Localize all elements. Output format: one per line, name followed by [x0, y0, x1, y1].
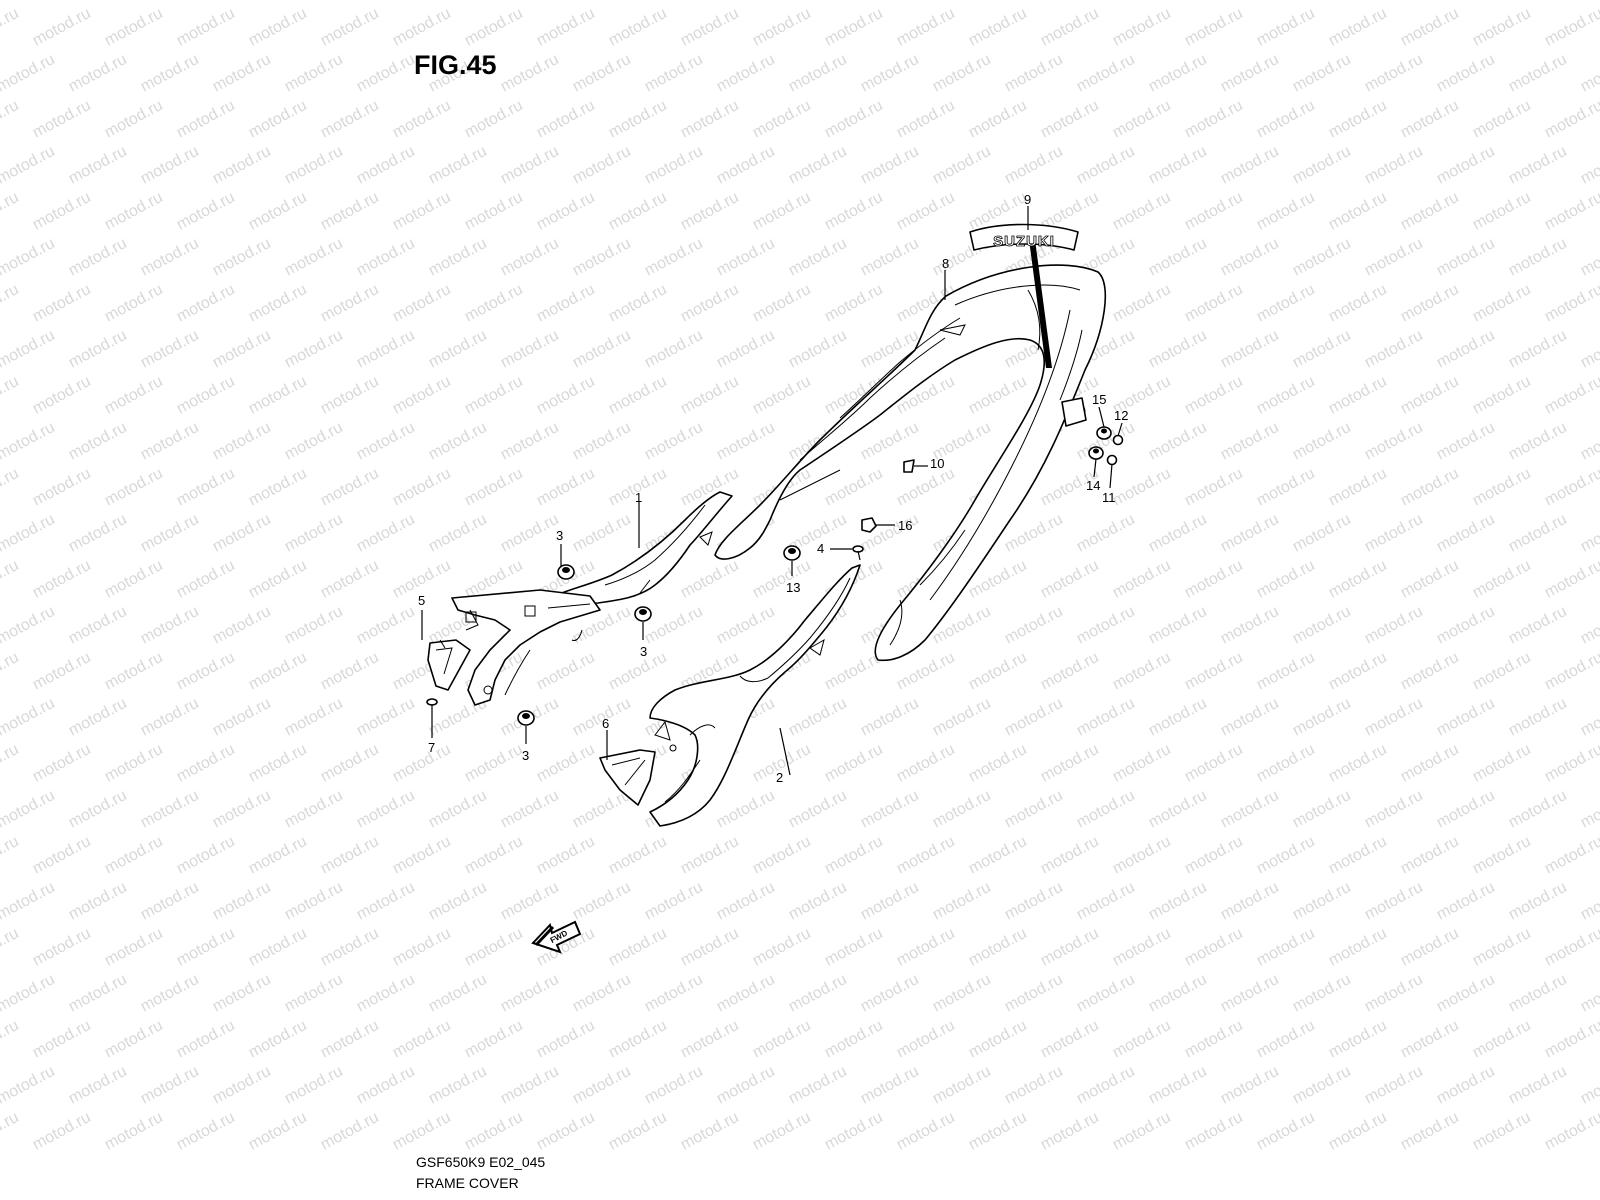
- suzuki-emblem-part-9: SUZUKI: [969, 223, 1079, 251]
- collar-11: [1106, 454, 1118, 466]
- grommet-14: [1088, 446, 1104, 460]
- callout-13: 13: [786, 580, 800, 595]
- callout-12: 12: [1114, 408, 1128, 423]
- callout-2: 2: [776, 770, 783, 785]
- callout-14: 14: [1086, 478, 1100, 493]
- figure-title: FIG.45: [414, 50, 497, 80]
- frame-cover-part-2: [649, 564, 861, 827]
- small-cover-part-6: [599, 749, 656, 806]
- bracket-part-5: [427, 639, 471, 691]
- grommet-15: [1096, 426, 1112, 440]
- callout-labels: 1 2 3 3 3 4 5 6 7 8 9 10 11 12 13 14 15 …: [418, 192, 1128, 785]
- callout-5: 5: [418, 593, 425, 608]
- callout-3c: 3: [522, 748, 529, 763]
- drawing-code: GSF650K9 E02_045: [416, 1154, 546, 1170]
- collar-12: [1112, 434, 1124, 446]
- clip-10: [903, 459, 915, 473]
- callout-7: 7: [428, 740, 435, 755]
- grommet-3a: [557, 564, 575, 580]
- callout-11: 11: [1102, 490, 1116, 505]
- callout-16: 16: [898, 518, 912, 533]
- tail-cowl-part-8: [714, 232, 1107, 662]
- screw-4: [852, 545, 864, 561]
- nut-16: [861, 517, 877, 533]
- callout-9: 9: [1024, 192, 1031, 207]
- callout-1: 1: [635, 490, 642, 505]
- callout-10: 10: [930, 456, 944, 471]
- callout-8: 8: [942, 256, 949, 271]
- callout-6: 6: [602, 716, 609, 731]
- grommet-13: [783, 545, 801, 561]
- callout-3a: 3: [556, 528, 563, 543]
- callout-4: 4: [817, 541, 824, 556]
- callout-3b: 3: [640, 644, 647, 659]
- drawing-title: FRAME COVER: [416, 1175, 519, 1191]
- screw-7: [426, 698, 438, 714]
- callout-15: 15: [1092, 392, 1106, 407]
- grommet-3c: [517, 710, 535, 726]
- inner-bracket: [451, 589, 601, 706]
- leader-lines: [421, 206, 1123, 776]
- fwd-arrow: FWD: [531, 920, 582, 954]
- emblem-text: SUZUKI: [993, 233, 1055, 250]
- grommet-3b: [634, 606, 652, 622]
